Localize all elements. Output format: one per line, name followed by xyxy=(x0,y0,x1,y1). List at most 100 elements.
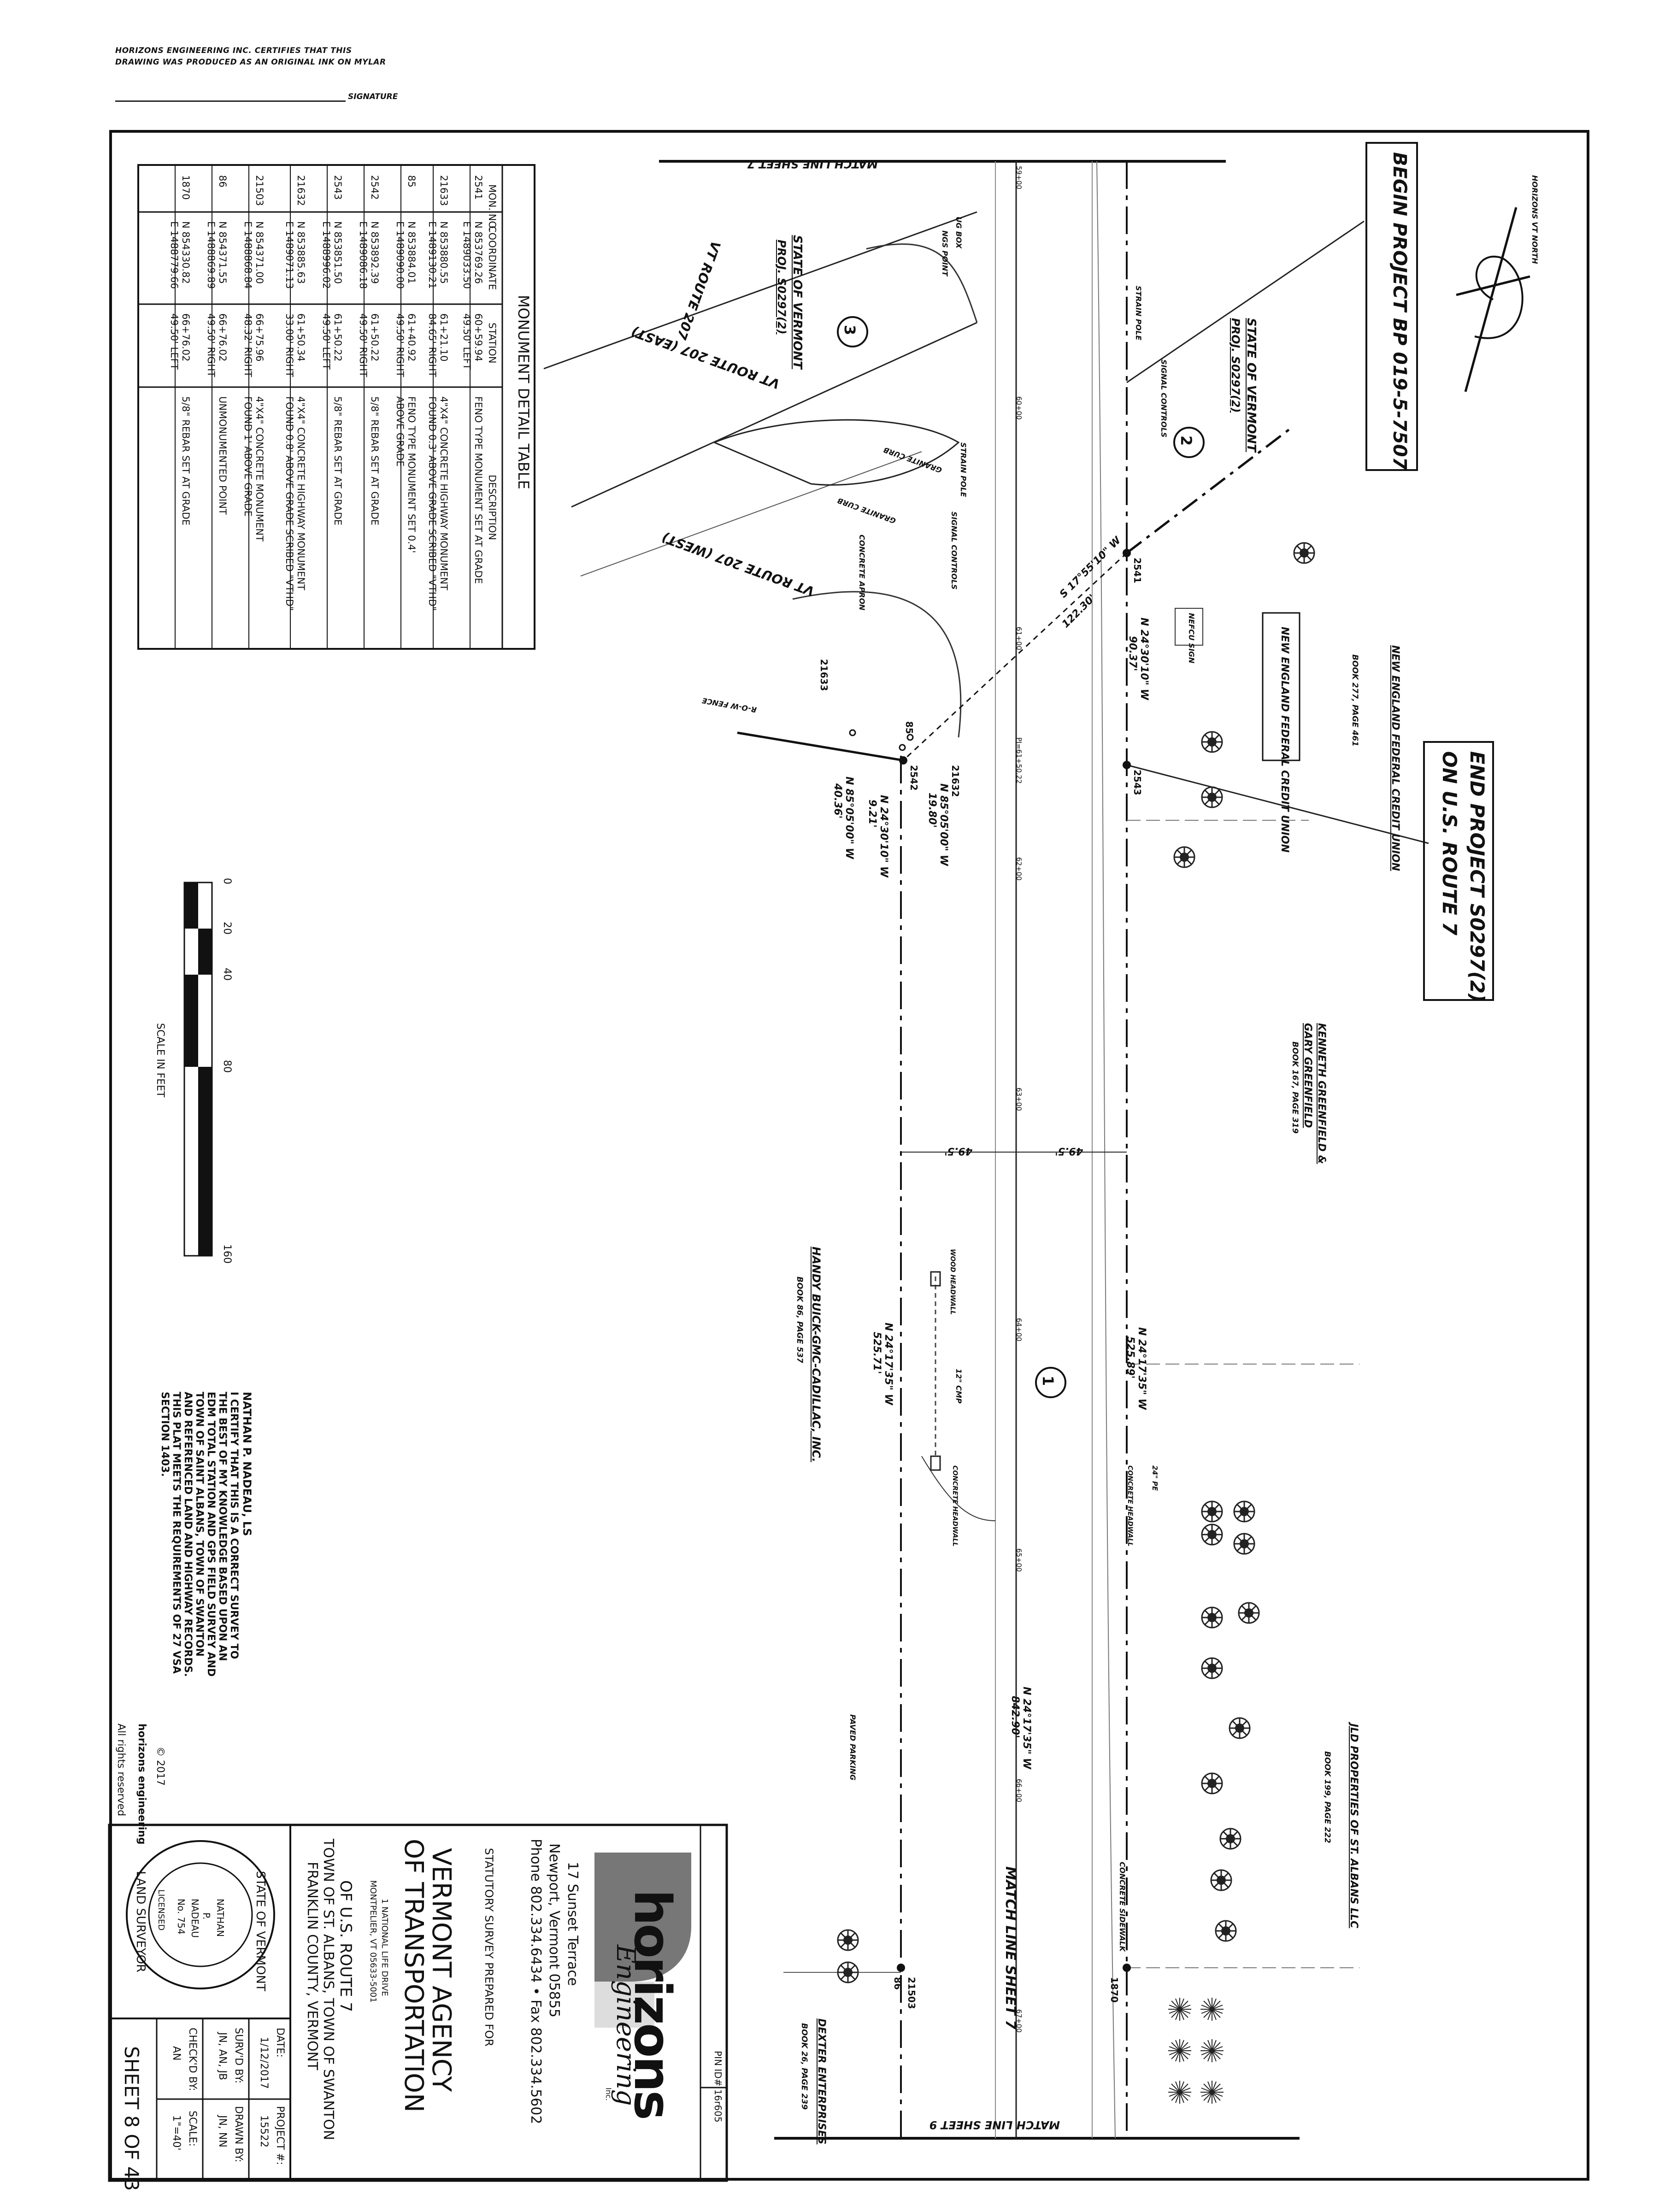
copyright-company: horizons engineering xyxy=(136,1724,147,1845)
mon-desc-1: 4"X4" CONCRETE HIGHWAY MONUMENT xyxy=(438,396,449,590)
mon-no: 21503 xyxy=(254,175,265,206)
north-arrow xyxy=(1456,207,1530,392)
bearing-4-dist: 9.21' xyxy=(866,800,878,828)
mon-northing: N 854371.55 xyxy=(217,221,228,284)
mon-station: 60+59.94 xyxy=(473,313,484,362)
drawn-by-value: JN, NN xyxy=(217,2115,228,2147)
tree-symbols xyxy=(837,542,1315,1983)
horizons-logo-mark xyxy=(594,1853,691,2028)
mon-station: 61+50.22 xyxy=(369,313,380,362)
bearing-7: N 24°17'35" W xyxy=(882,1323,894,1406)
mon-desc-1: 5/8" REBAR SET AT GRADE xyxy=(369,396,380,526)
bearing-4: N 24°30'10" W xyxy=(878,795,889,878)
county-label: FRANKLIN COUNTY, VERMONT xyxy=(304,1862,320,2071)
mon-offset: 49.50' RIGHT xyxy=(394,313,406,377)
mon-easting: E 1488779.66 xyxy=(169,221,180,289)
monument-2542: 2542 xyxy=(908,765,919,791)
mon-station: 61+21.10 xyxy=(438,313,449,362)
cert-line: EDM TOTAL STATION AND GPS FIELD SURVEY A… xyxy=(205,1392,217,1677)
pin-id: PIN ID# 16r605 xyxy=(712,2051,724,2123)
seal-name-1: NATHAN xyxy=(215,1899,226,1937)
end-project-label-2: ON U.S. ROUTE 7 xyxy=(1438,751,1461,935)
match-line-top-label: MATCH LINE SHEET 7 xyxy=(1002,1866,1018,2030)
mon-no: 21632 xyxy=(295,175,306,206)
mon-station: 66+76.02 xyxy=(217,313,228,362)
seal-name-3: NADEAU xyxy=(189,1899,200,1938)
mon-no: 86 xyxy=(217,175,228,188)
row-fence-line xyxy=(737,731,904,762)
certification-line-2: DRAWING WAS PRODUCED AS AN ORIGINAL INK … xyxy=(115,58,386,67)
scale-tick-80: 80 xyxy=(221,1060,233,1073)
vt207-line-2 xyxy=(571,322,977,508)
table-header-coordinate: COORDINATE xyxy=(487,226,498,290)
mon-offset: 49.50' LEFT xyxy=(321,313,332,370)
table-header-no: MON. NO. xyxy=(487,184,498,231)
pole-24-label: 24" PE xyxy=(1151,1465,1159,1491)
station-66: 66+00 xyxy=(1015,1779,1023,1802)
certification-line-1: HORIZONS ENGINEERING INC. CERTIFIES THAT… xyxy=(115,46,352,55)
cert-line: THIS PLAT MEETS THE REQUIREMENTS OF 27 V… xyxy=(171,1392,182,1674)
mon-northing: N 853885.63 xyxy=(295,221,306,284)
mon-station: 61+50.22 xyxy=(332,313,343,362)
station-61: 61+00 xyxy=(1015,627,1023,650)
end-project-leader xyxy=(1126,764,1429,844)
mon-offset: 49.50' RIGHT xyxy=(358,313,369,377)
town-label: TOWN OF ST. ALBANS, TOWN OF SWANTON xyxy=(320,1839,336,2141)
mon-station: 61+40.92 xyxy=(406,313,417,362)
mon-no: 1870 xyxy=(180,175,191,200)
concrete-sidewalk-label: CONCRETE SIDEWALK xyxy=(1118,1862,1127,1952)
mon-desc-2: FOUND 0.3' ABOVE GRADE SCRIBED "VTHD" xyxy=(427,396,438,611)
company-phone: Phone 802.334.6434 • Fax 802.334.5602 xyxy=(528,1839,544,2124)
mon-offset: 48.32' RIGHT xyxy=(242,313,253,377)
match-line-bottom-label: MATCH LINE SHEET 9 xyxy=(929,2118,1060,2131)
copyright-year: © 2017 xyxy=(154,1747,166,1786)
drawing-frame xyxy=(109,130,1589,2181)
mon-northing: N 853851.50 xyxy=(332,221,343,284)
scale-tick-20: 20 xyxy=(221,922,233,935)
station-63: 63+00 xyxy=(1015,1088,1023,1111)
mon-desc-1: FENO TYPE MONUMENT SET 0.4' xyxy=(406,396,417,553)
offset-dim-1: 49.5' xyxy=(944,1145,972,1157)
nefcu-sign-label: NEFCU SIGN xyxy=(1187,613,1196,664)
dexter-book-label: BOOK 26, PAGE 239 xyxy=(800,2023,809,2110)
mon-offset: 49.50' RIGHT xyxy=(206,313,217,377)
project-label: PROJECT #: xyxy=(274,2106,286,2165)
mon-no: 2543 xyxy=(332,175,343,200)
bearing-2: N 24°30'10" W xyxy=(1138,618,1150,700)
end-project-label-1: END PROJECT S0297(2) xyxy=(1466,751,1488,1003)
agency-name-2: OF TRANSPORTATION xyxy=(399,1839,429,2112)
signal-controls-label-1: SIGNAL CONTROLS xyxy=(1159,359,1168,438)
agency-address-1: 1 NATIONAL LIFE DRIVE xyxy=(380,1899,389,1996)
monument-1870: 1870 xyxy=(1109,1977,1120,2003)
mon-easting: E 1488868.84 xyxy=(242,221,253,289)
monument-86: 86 xyxy=(892,1977,903,1990)
monument-21503: 21503 xyxy=(906,1977,917,2009)
scale-label-tb: SCALE: xyxy=(187,2111,198,2147)
monument-2543: 2543 xyxy=(1132,770,1143,795)
handy-book-label: BOOK 86, PAGE 537 xyxy=(795,1277,804,1364)
begin-project-label: BEGIN PROJECT BP 019-5-7507 xyxy=(1389,152,1410,470)
state-vermont-2-proj: PROJ. S0297(2) xyxy=(1229,318,1242,413)
scale-value: 1"=40' xyxy=(171,2115,182,2151)
vt207-north-curve xyxy=(866,243,978,323)
greenfield-owner-1: KENNETH GREENFIELD & xyxy=(1316,1023,1327,1164)
vt207-line-1 xyxy=(543,211,977,370)
handy-owner-label: HANDY BUICK-GMC-CADILLAC, INC. xyxy=(810,1247,823,1462)
scale-tick-0: 0 xyxy=(221,878,233,884)
state-vermont-2-label: STATE OF VERMONT xyxy=(1244,318,1258,452)
greenfield-owner-2: GARY GREENFIELD xyxy=(1302,1023,1313,1128)
bearing-8: N 24°17'35" W xyxy=(1021,1687,1032,1770)
mon-easting: E 1489086.18 xyxy=(358,221,369,289)
strain-pole-label-2: STRAIN POLE xyxy=(959,442,968,497)
mon-desc-2: ABOVE GRADE xyxy=(394,396,406,467)
monument-21632: 21632 xyxy=(950,765,961,797)
mon-offset: 49.50' LEFT xyxy=(169,313,180,370)
mon-desc-1: 5/8" REBAR SET AT GRADE xyxy=(332,396,343,526)
row-line-2541 xyxy=(1126,428,1291,554)
mon-northing: N 854371.00 xyxy=(254,221,265,284)
surveyed-by-value: JN, AN, JB xyxy=(217,2032,228,2081)
bearing-3: N 85°05'00" W xyxy=(938,783,949,866)
surveyor-name: NATHAN P. NADEAU, LS xyxy=(241,1392,253,1536)
jld-book-label: BOOK 199, PAGE 222 xyxy=(1323,1751,1332,1843)
